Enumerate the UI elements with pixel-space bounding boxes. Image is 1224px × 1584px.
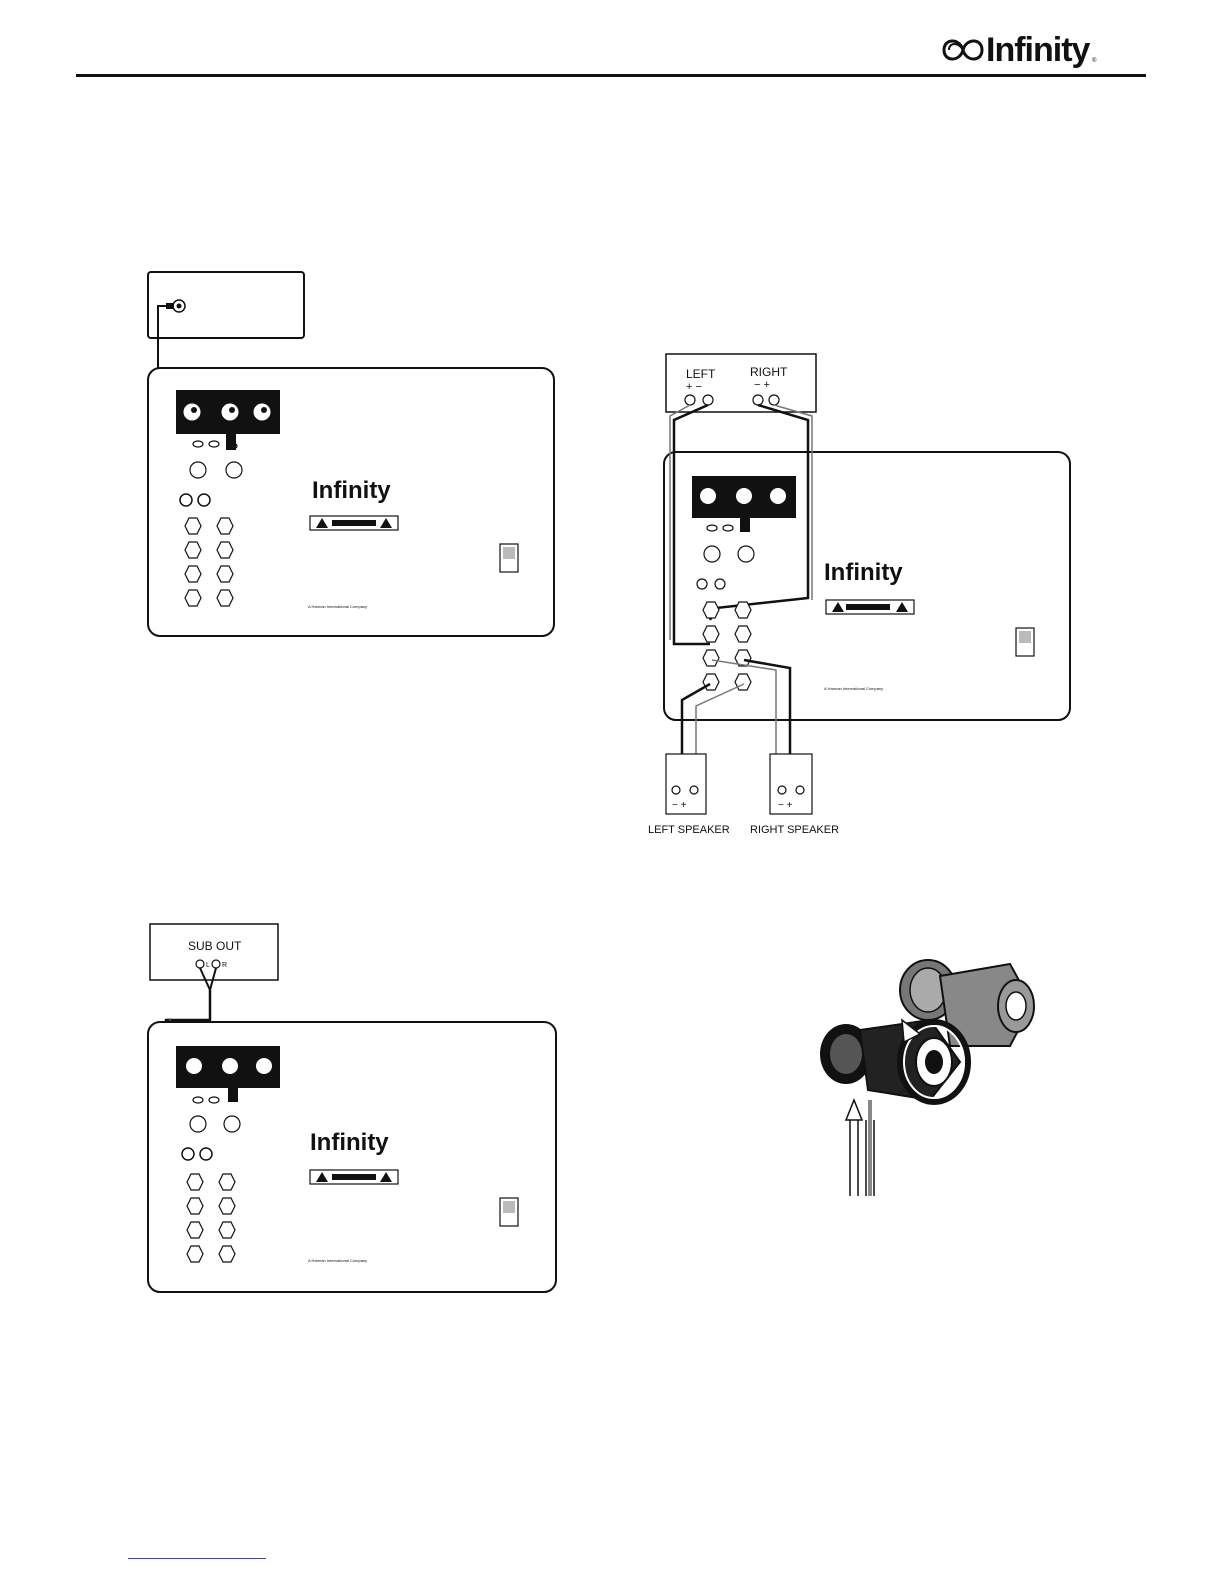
sub-out-right-jack-label: R — [222, 962, 227, 969]
brand-trademark: ® — [1092, 58, 1096, 64]
svg-text:A Harman International Company: A Harman International Company — [824, 686, 883, 691]
receiver-right-polarity: − + — [754, 379, 770, 391]
figure-binding-post — [810, 950, 1050, 1200]
header-rule — [76, 74, 1146, 77]
receiver-left-label: LEFT — [686, 367, 716, 381]
brand-name: Infinity — [986, 30, 1089, 70]
svg-text:Infinity: Infinity — [824, 559, 903, 586]
svg-text:− +: − + — [778, 800, 793, 811]
svg-text:Infinity: Infinity — [310, 1129, 389, 1156]
panel-footer: A Harman International Company — [308, 604, 367, 609]
brand-logo: Infinity ® — [940, 28, 1120, 72]
receiver-right-label: RIGHT — [750, 365, 788, 379]
figure-speaker-level-connection: LEFT + − RIGHT − + — [640, 350, 1080, 850]
infinity-swirl-icon — [940, 32, 986, 68]
figure-sub-out-connection: SUB OUT L R Infinity A Harman Internatio… — [140, 918, 570, 1298]
receiver-left-polarity: + − — [686, 381, 702, 393]
footer-link-underline — [128, 1558, 266, 1559]
right-speaker-label: RIGHT SPEAKER — [750, 824, 839, 836]
sub-out-left-jack-label: L — [206, 962, 210, 969]
svg-text:− +: − + — [672, 800, 687, 811]
sub-out-label: SUB OUT — [188, 939, 242, 953]
panel-logo: Infinity — [312, 477, 391, 504]
figure-lfe-connection: Infinity A Harman International Company — [140, 266, 570, 646]
svg-text:A Harman International Company: A Harman International Company — [308, 1258, 367, 1263]
left-speaker-label: LEFT SPEAKER — [648, 824, 730, 836]
